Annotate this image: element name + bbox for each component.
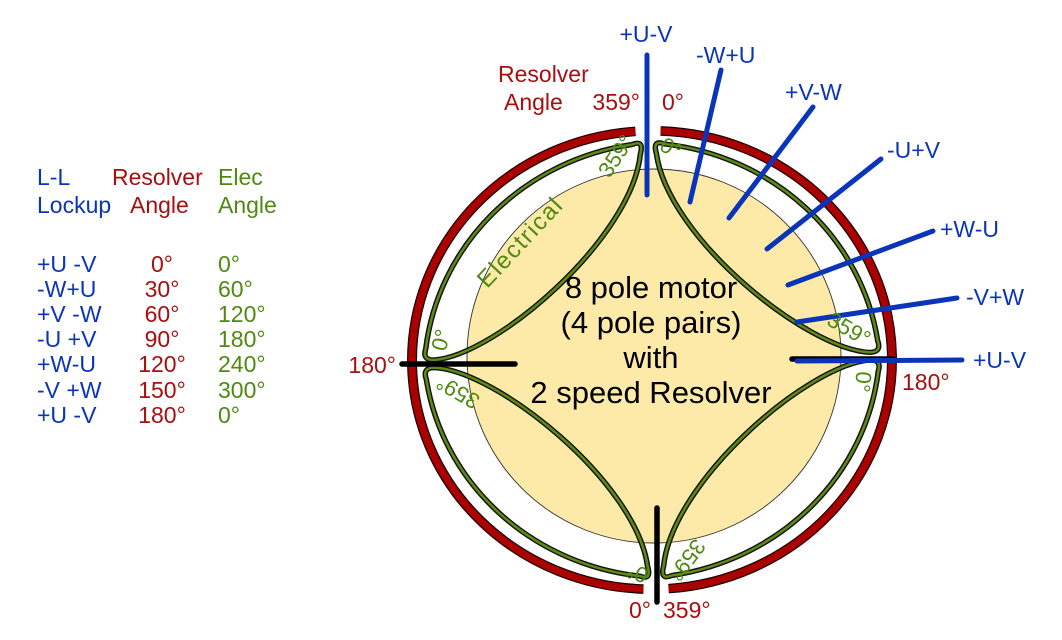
lockup-line-wu-pos — [785, 228, 936, 288]
legend-header: L-L Lockup Resolver Angle Elec Angle — [37, 164, 277, 218]
row-resolver-angle: 0° — [151, 251, 173, 277]
resolver-angle-left: 180° — [348, 352, 396, 378]
lockup-label-2: +V-W — [785, 79, 842, 105]
row-elec-angle: 0° — [218, 251, 240, 277]
motor-description: 8 pole motor (4 pole pairs) with 2 speed… — [530, 270, 771, 410]
resolver-angle-bottom-right: 359° — [663, 597, 711, 623]
table-row: +W-U 120° 240° — [37, 351, 266, 377]
lockup-label-5: -V+W — [966, 284, 1024, 310]
header-lockup-line1: L-L — [37, 164, 70, 190]
lockup-line-vw-neg — [794, 295, 960, 325]
lockup-line-vw — [726, 104, 816, 221]
resolver-angle-top-left: 359° — [592, 89, 640, 115]
table-row: -W+U 30° 60° — [37, 276, 253, 302]
lockup-label-1: -W+U — [696, 42, 755, 68]
row-resolver-angle: 150° — [138, 377, 186, 403]
row-resolver-angle: 30° — [145, 276, 180, 302]
row-lockup: +V -W — [37, 301, 102, 327]
resolver-angle-right: 180° — [902, 369, 950, 395]
resolver-title-line2: Angle — [504, 89, 563, 115]
row-lockup: -W+U — [37, 276, 96, 302]
lockup-label-3: -U+V — [887, 137, 941, 163]
resolver-title-line1: Resolver — [498, 61, 589, 87]
row-elec-angle: 180° — [218, 326, 266, 352]
resolver-angle-top-right: 0° — [662, 89, 684, 115]
lockup-line-uv-neg — [764, 156, 884, 252]
table-row: -U +V 90° 180° — [37, 326, 266, 352]
row-elec-angle: 240° — [218, 351, 266, 377]
row-lockup: -V +W — [37, 377, 102, 403]
lockup-line-wu — [687, 67, 724, 205]
table-row: +U -V 0° 0° — [37, 251, 240, 277]
row-resolver-angle: 120° — [138, 351, 186, 377]
lockup-label-6: +U-V — [973, 347, 1027, 373]
row-elec-angle: 120° — [218, 301, 266, 327]
row-lockup: -U +V — [37, 326, 97, 352]
row-elec-angle: 300° — [218, 377, 266, 403]
legend-table: L-L Lockup Resolver Angle Elec Angle +U … — [37, 164, 277, 428]
resolver-ring-right-arc — [660, 126, 897, 594]
row-elec-angle: 60° — [218, 276, 253, 302]
resolver-angle-bottom-left: 0° — [629, 597, 651, 623]
motor-body — [466, 168, 842, 544]
electrical-angle-bottom-right-start: 0° — [850, 370, 877, 393]
row-resolver-angle: 90° — [145, 326, 180, 352]
row-lockup: +U -V — [37, 251, 97, 277]
lockup-line-uv-right — [794, 357, 965, 364]
header-resolver-line1: Resolver — [112, 164, 203, 190]
row-lockup: +W-U — [37, 351, 96, 377]
row-resolver-angle: 180° — [138, 402, 186, 428]
lockup-label-0: +U-V — [619, 21, 673, 47]
table-row: +V -W 60° 120° — [37, 301, 266, 327]
row-elec-angle: 0° — [218, 402, 240, 428]
motor-description-line3: with — [622, 340, 678, 375]
table-row: +U -V 180° 0° — [37, 402, 240, 428]
motor-description-line1: 8 pole motor — [565, 270, 737, 305]
header-lockup-line2: Lockup — [37, 192, 111, 218]
motor-description-line2: (4 pole pairs) — [561, 305, 742, 340]
row-lockup: +U -V — [37, 402, 97, 428]
electrical-angle-top-left-start: 0° — [426, 327, 456, 354]
lockup-label-4: +W-U — [940, 216, 999, 242]
header-elec-line2: Angle — [218, 192, 277, 218]
table-row: -V +W 150° 300° — [37, 377, 266, 403]
header-elec-line1: Elec — [218, 164, 263, 190]
row-resolver-angle: 60° — [145, 301, 180, 327]
motor-description-line4: 2 speed Resolver — [530, 375, 771, 410]
header-resolver-line2: Angle — [130, 192, 189, 218]
